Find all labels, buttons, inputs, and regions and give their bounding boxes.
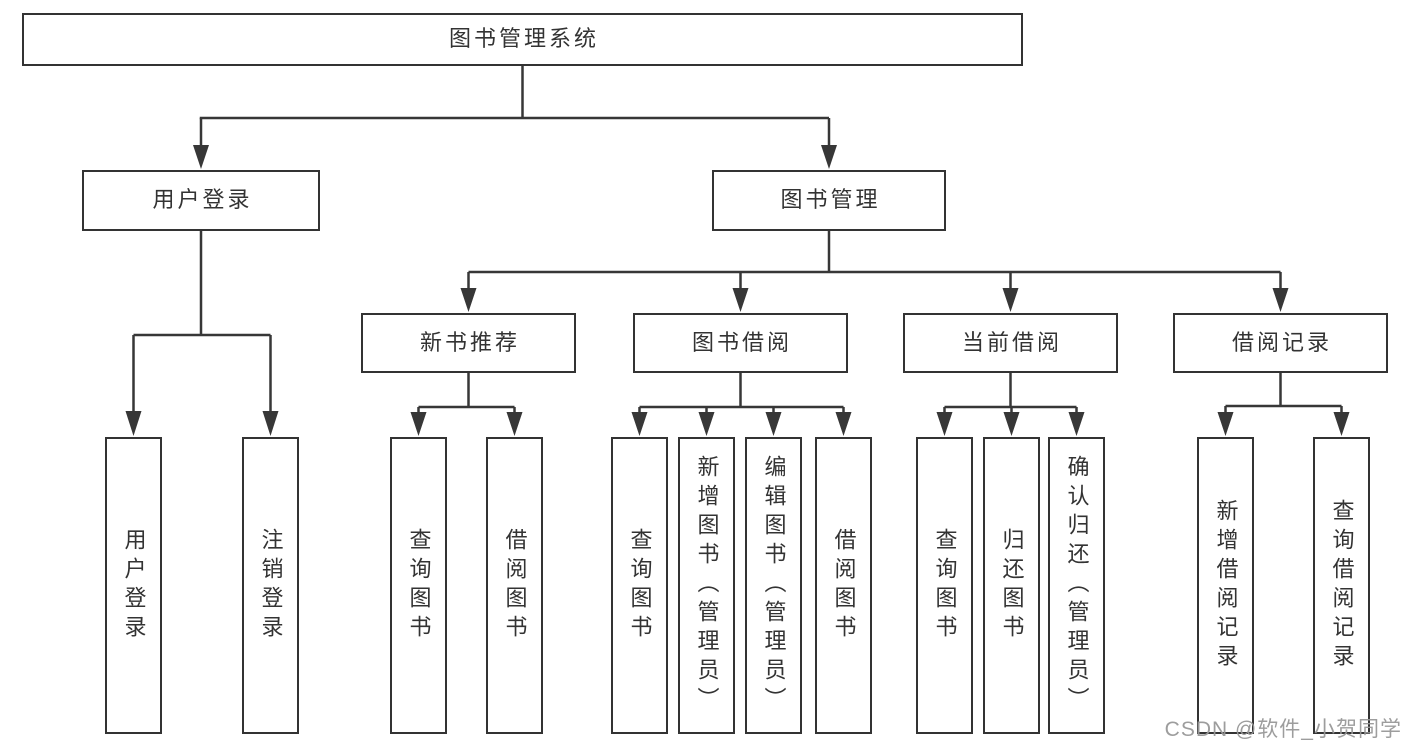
- node-rec-borrow-book: 借阅图书: [486, 437, 543, 734]
- node-bb-query-book: 查询图书: [611, 437, 668, 734]
- edges-user-login: [125, 231, 279, 436]
- node-bb-add-book-admin: 新增图书（管理员）: [678, 437, 735, 734]
- edges-book-borrow: [631, 373, 852, 436]
- edges-new-book-rec: [410, 373, 523, 436]
- edges-book-mgmt: [460, 231, 1289, 312]
- edges-current-borrow: [936, 373, 1085, 436]
- node-bb-borrow-book: 借阅图书: [815, 437, 872, 734]
- node-login: 用户登录: [105, 437, 162, 734]
- node-br-query-record: 查询借阅记录: [1313, 437, 1370, 734]
- node-library-system: 图书管理系统: [22, 13, 1023, 66]
- edges-borrow-record: [1217, 373, 1350, 436]
- edges-root: [193, 64, 837, 169]
- node-book-management: 图书管理: [712, 170, 946, 231]
- node-cb-return-book: 归还图书: [983, 437, 1040, 734]
- node-logout: 注销登录: [242, 437, 299, 734]
- node-book-borrow: 图书借阅: [633, 313, 848, 373]
- node-cb-confirm-return-admin: 确认归还（管理员）: [1048, 437, 1105, 734]
- csdn-watermark: CSDN @软件_小贺同学: [1164, 718, 1402, 741]
- node-bb-edit-book-admin: 编辑图书（管理员）: [745, 437, 802, 734]
- node-borrow-record: 借阅记录: [1173, 313, 1388, 373]
- node-br-add-record: 新增借阅记录: [1197, 437, 1254, 734]
- node-cb-query-book: 查询图书: [916, 437, 973, 734]
- node-user-login: 用户登录: [82, 170, 320, 231]
- node-rec-query-book: 查询图书: [390, 437, 447, 734]
- node-current-borrow: 当前借阅: [903, 313, 1118, 373]
- node-new-book-recommend: 新书推荐: [361, 313, 576, 373]
